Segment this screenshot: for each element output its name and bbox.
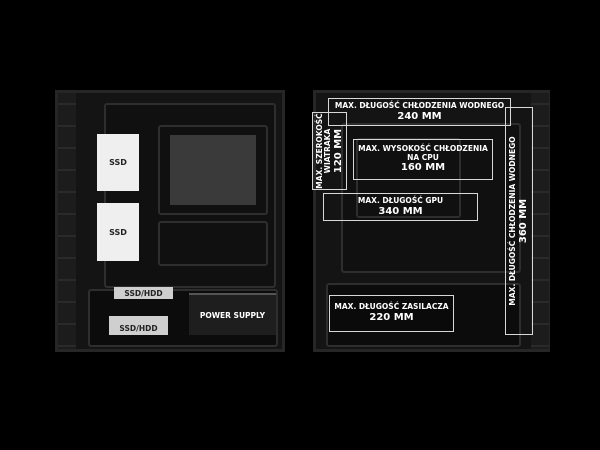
- gpu-value: 340 MM: [378, 205, 423, 217]
- psu-title: MAX. DŁUGOŚĆ ZASILACZA: [334, 302, 449, 312]
- fan-width-value: 120 MM: [332, 128, 344, 174]
- front-panel-mesh: [531, 93, 549, 349]
- cpu-cooler-title1: MAX. WYSOKOŚĆ CHŁODZENIA: [358, 144, 488, 154]
- water-360-title: MAX. DŁUGOŚĆ CHŁODZENIA WODNEGO: [507, 136, 517, 306]
- power-supply: POWER SUPPLY: [189, 293, 276, 335]
- psu-chamber: [326, 283, 521, 347]
- label-fan-width-frame: [312, 112, 347, 190]
- ssd-hdd-bay-2: SSD/HDD: [109, 316, 168, 335]
- io-cutout: [158, 221, 268, 266]
- water-360-value: 360 MM: [517, 198, 529, 244]
- gpu-title: MAX. DŁUGOŚĆ GPU: [357, 195, 444, 205]
- label-fan-width: MAX. SZEROKOŚĆ WIATRAKA 120 MM: [315, 111, 345, 191]
- ssd-bay-1: SSD: [97, 134, 139, 191]
- psu-value: 220 MM: [369, 312, 414, 324]
- label-gpu: MAX. DŁUGOŚĆ GPU 340 MM: [323, 193, 478, 221]
- label-water-360-frame: [505, 107, 533, 335]
- label-psu: MAX. DŁUGOŚĆ ZASILACZA 220 MM: [329, 295, 454, 332]
- water-240-value: 240 MM: [397, 110, 442, 122]
- water-240-title: MAX. DŁUGOŚĆ CHŁODZENIA WODNEGO: [334, 100, 505, 110]
- label-cpu-cooler: MAX. WYSOKOŚĆ CHŁODZENIA NA CPU 160 MM: [353, 139, 493, 180]
- ssd-hdd-bay-1: SSD/HDD: [114, 287, 173, 299]
- cpu-cutout-window: [170, 135, 256, 205]
- label-water-cooling-360: MAX. DŁUGOŚĆ CHŁODZENIA WODNEGO 360 MM: [504, 111, 534, 331]
- cpu-cooler-value: 160 MM: [400, 162, 446, 174]
- label-water-cooling-240: MAX. DŁUGOŚĆ CHŁODZENIA WODNEGO 240 MM: [328, 98, 511, 126]
- rear-cutout: [356, 138, 461, 218]
- ssd-bay-2: SSD: [97, 203, 139, 261]
- fan-width-title2: WIATRAKA: [323, 128, 333, 174]
- cpu-cooler-title2: NA CPU: [407, 152, 439, 162]
- front-panel-mesh: [58, 93, 76, 349]
